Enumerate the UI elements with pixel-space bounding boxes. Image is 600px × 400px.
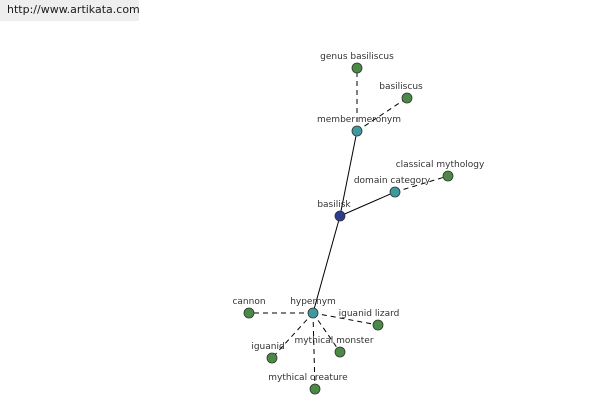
node-label-mythical-monster: mythical monster: [294, 336, 373, 346]
edge-hypernym-to-iguanid-lizard: [312, 312, 379, 326]
node-label-member-meronym: member meronym: [317, 115, 401, 125]
node-label-mythical-creature: mythical creature: [268, 373, 348, 383]
node-label-cannon: cannon: [232, 297, 265, 307]
edge-domain-category-to-classical-mythology: [394, 175, 449, 193]
node-label-basiliscus: basiliscus: [379, 82, 423, 92]
labels-layer: genus basiliscus basiliscus classical myth…: [232, 52, 484, 383]
node-label-iguanid-lizard: iguanid lizard: [339, 309, 400, 319]
node-iguanid-lizard[interactable]: [372, 319, 384, 331]
node-member-meronym[interactable]: [351, 125, 363, 137]
node-label-hypernym: hypernym: [290, 297, 336, 307]
node-mythical-monster[interactable]: [334, 346, 346, 358]
edge-basilisk-to-domain-category: [339, 191, 396, 217]
node-label-genus-basiliscus: genus basiliscus: [320, 52, 394, 62]
node-cannon[interactable]: [243, 307, 255, 319]
edge-hypernym-to-mythical-creature: [312, 312, 316, 390]
node-classical-mythology[interactable]: [442, 170, 454, 182]
source-url-banner[interactable]: http://www.artikata.com: [0, 0, 139, 21]
node-basilisk[interactable]: [334, 210, 346, 222]
node-label-iguanid: iguanid: [251, 342, 284, 352]
edge-basilisk-to-member-meronym: [339, 130, 358, 217]
node-basiliscus[interactable]: [401, 92, 413, 104]
edge-hypernym-to-iguanid: [271, 312, 314, 359]
nodes-layer: [243, 62, 454, 395]
node-label-basilisk: basilisk: [317, 200, 351, 210]
node-genus-basiliscus[interactable]: [351, 62, 363, 74]
edge-hypernym-to-mythical-monster: [312, 312, 341, 353]
edge-basilisk-to-hypernym: [312, 215, 341, 314]
node-mythical-creature[interactable]: [309, 383, 321, 395]
node-iguanid[interactable]: [266, 352, 278, 364]
node-hypernym[interactable]: [307, 307, 319, 319]
edge-member-meronym-to-basiliscus: [356, 97, 408, 132]
edges-layer: [249, 68, 449, 390]
node-label-domain-category: domain category: [354, 176, 431, 186]
node-domain-category[interactable]: [389, 186, 401, 198]
node-label-classical-mythology: classical mythology: [396, 160, 485, 170]
